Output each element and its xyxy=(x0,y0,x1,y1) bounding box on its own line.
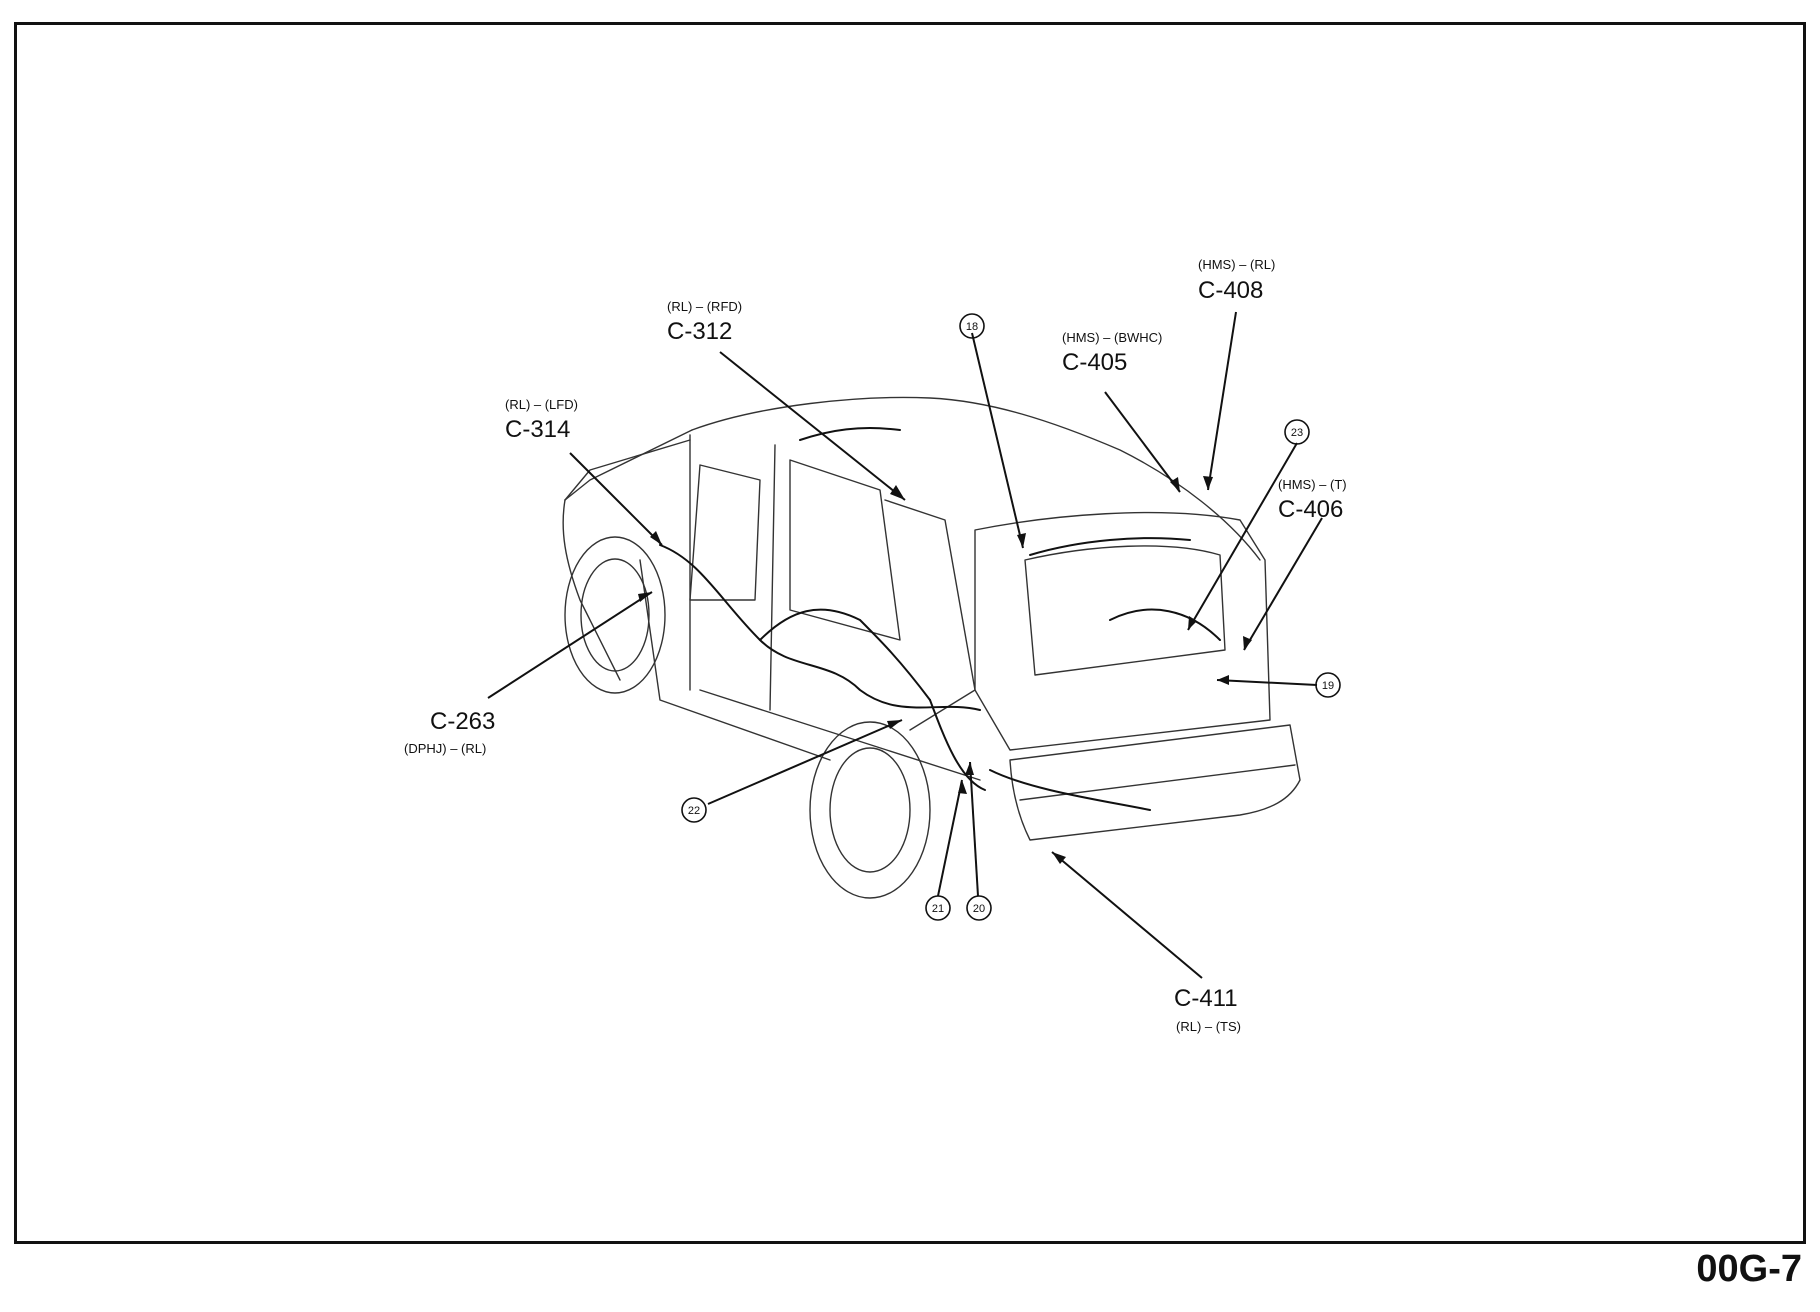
vehicle-outline xyxy=(562,396,1301,899)
c411-code-label: C-411 xyxy=(1174,985,1238,1012)
c314-code-label: C-314 xyxy=(505,416,571,443)
callout-22-circle xyxy=(681,797,707,823)
arrowheads xyxy=(638,476,1252,864)
leader-lines xyxy=(487,311,1323,979)
callout-23: 23 xyxy=(1291,427,1303,439)
c408-sub-label: (HMS) – (RL) xyxy=(1198,257,1276,272)
callout-19: 19 xyxy=(1322,680,1334,692)
callout-21: 21 xyxy=(932,903,944,915)
callout-circles xyxy=(681,313,1341,921)
page-identifier: 00G-7 xyxy=(1696,1248,1802,1290)
callout-19-circle xyxy=(1315,672,1341,698)
callout-22: 22 xyxy=(688,805,700,817)
callout-23-circle xyxy=(1284,419,1310,445)
c411-sub-label: (RL) – (TS) xyxy=(1176,1019,1241,1034)
c406-code-label: C-406 xyxy=(1278,496,1344,523)
c408-code-label: C-408 xyxy=(1198,277,1264,304)
c405-sub-label: (HMS) – (BWHC) xyxy=(1062,330,1163,345)
callout-numbers: 18 23 19 22 21 20 xyxy=(688,321,1334,915)
c263-sub-label: (DPHJ) – (RL) xyxy=(404,741,487,756)
callout-18-circle xyxy=(959,313,985,339)
callout-20-circle xyxy=(966,895,992,921)
callout-18: 18 xyxy=(966,321,978,333)
c312-code-label: C-312 xyxy=(667,318,733,345)
callout-20: 20 xyxy=(973,903,985,915)
callout-21-circle xyxy=(925,895,951,921)
c405-code-label: C-405 xyxy=(1062,349,1128,376)
c263-code-label: C-263 xyxy=(430,708,496,735)
c314-sub-label: (RL) – (LFD) xyxy=(505,397,578,412)
c312-sub-label: (RL) – (RFD) xyxy=(667,299,743,314)
c406-sub-label: (HMS) – (T) xyxy=(1278,477,1347,492)
wiring-harness xyxy=(659,427,1221,811)
diagram-frame xyxy=(14,22,1806,1244)
